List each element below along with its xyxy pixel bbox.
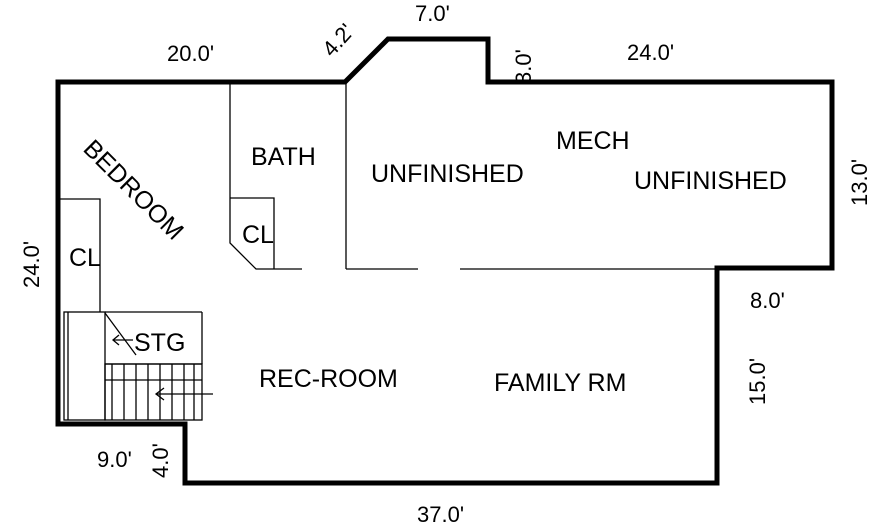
dimension-bottom: 37.0': [417, 502, 464, 523]
dimension-bottom-left: 9.0': [97, 447, 132, 472]
stair-arrow-upper-head: [111, 334, 120, 346]
dimension-step: 3.0': [511, 49, 536, 84]
room-label-closet-bedroom: CL: [69, 244, 101, 272]
exterior-wall: [55, 36, 835, 486]
room-label-storage: STG: [134, 329, 185, 357]
stair-outline-left: [63, 311, 106, 421]
dimension-angled: 4.2': [317, 19, 359, 62]
dimension-left: 24.0': [19, 241, 44, 288]
stair-break-line: [104, 312, 137, 356]
dimension-bottom-step: 4.0': [148, 443, 173, 478]
bath-closet-angle: [229, 198, 274, 270]
stair-treads: [105, 364, 202, 420]
dimension-top-right: 24.0': [627, 40, 674, 65]
room-label-rec-room: REC-ROOM: [259, 365, 398, 393]
room-label-unfinished-left: UNFINISHED: [371, 160, 524, 188]
room-label-family-room: FAMILY RM: [494, 369, 626, 397]
stair-arrow-head: [154, 387, 165, 401]
dimension-right-upper: 13.0': [847, 159, 872, 206]
dimension-right-lower: 15.0': [745, 358, 770, 405]
room-label-mech: MECH: [556, 127, 630, 155]
dimension-top-middle: 7.0': [415, 1, 450, 26]
bedroom-closet-wall: [58, 198, 101, 312]
bath-closet-wall: [230, 197, 275, 269]
room-label-bath: BATH: [251, 143, 316, 171]
dimension-notch: 8.0': [750, 288, 785, 313]
room-label-bedroom: BEDROOM: [78, 134, 189, 245]
stair-outline-bottom: [104, 363, 203, 421]
dimension-top-left: 20.0': [167, 41, 214, 66]
room-label-unfinished-right: UNFINISHED: [634, 167, 787, 195]
stairs: [63, 311, 213, 421]
room-label-closet-bath: CL: [242, 221, 274, 249]
